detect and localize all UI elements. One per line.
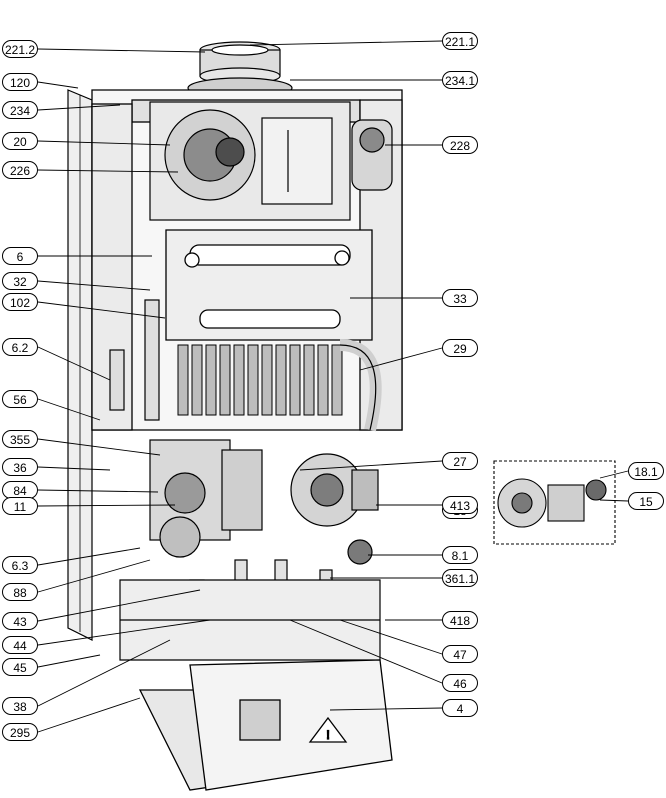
callout-27: 27 [442, 452, 478, 470]
leader-line [37, 398, 101, 421]
callout-228: 228 [442, 136, 478, 154]
callout-18-1: 18.1 [628, 462, 664, 480]
leader-line [37, 639, 171, 707]
leader-line [37, 559, 151, 593]
callout-221-2: 221.2 [2, 40, 38, 58]
leader-line [37, 589, 201, 622]
leader-line [299, 460, 443, 471]
leader-line [37, 438, 161, 456]
callout-11: 11 [2, 497, 38, 515]
callout-8-1: 8.1 [442, 546, 478, 564]
leader-line [37, 346, 111, 381]
control-box: ! [138, 659, 393, 791]
leader-line [329, 707, 443, 711]
callout-45: 45 [2, 658, 38, 676]
callout-56: 56 [2, 390, 38, 408]
callout-361-1: 361.1 [442, 569, 478, 587]
leader-line [37, 301, 166, 319]
callout-29: 29 [442, 339, 478, 357]
callout-88: 88 [2, 583, 38, 601]
burner-bar [317, 344, 329, 416]
burner-bar [275, 344, 287, 416]
burner-bar [233, 344, 245, 416]
leader-line [37, 169, 179, 173]
callout-234-1: 234.1 [442, 71, 478, 89]
callout-295: 295 [2, 723, 38, 741]
callout-6: 6 [2, 247, 38, 265]
leader-line [599, 499, 629, 502]
leader-line [37, 104, 121, 111]
callout-418: 418 [442, 611, 478, 629]
callout-38: 38 [2, 697, 38, 715]
leader-line [37, 547, 141, 566]
leader-line [37, 280, 151, 291]
burner [177, 344, 343, 416]
leader-line [37, 489, 159, 493]
burner-bar [303, 344, 315, 416]
callout-43: 43 [2, 612, 38, 630]
burner-bar [177, 344, 189, 416]
callout-36: 36 [2, 458, 38, 476]
burner-bar [261, 344, 273, 416]
callout-234: 234 [2, 101, 38, 119]
leader-line [37, 504, 176, 507]
callout-355: 355 [2, 430, 38, 448]
callout-120: 120 [2, 73, 38, 91]
pump-detail-inset [493, 460, 616, 545]
leader-line [37, 619, 211, 646]
callout-32: 32 [2, 272, 38, 290]
callout-4: 4 [442, 699, 478, 717]
leader-line [339, 619, 443, 655]
callout-6-3: 6.3 [2, 556, 38, 574]
callout-15: 15 [628, 492, 664, 510]
burner-bar [219, 344, 231, 416]
side-panel [67, 89, 93, 641]
leader-line [289, 619, 443, 684]
leader-line [599, 470, 629, 479]
svg-text:!: ! [326, 728, 329, 742]
leader-line [37, 697, 141, 733]
leader-line [37, 81, 79, 89]
pressure-switch [351, 119, 393, 191]
callout-46: 46 [442, 674, 478, 692]
burner-bar [191, 344, 203, 416]
leader-line [249, 40, 443, 46]
callout-6-2: 6.2 [2, 338, 38, 356]
leader-line [37, 48, 206, 53]
leader-line [37, 654, 101, 668]
leader-line [37, 466, 111, 471]
callout-226: 226 [2, 161, 38, 179]
callout-44: 44 [2, 636, 38, 654]
callout-221-1: 221.1 [442, 32, 478, 50]
callout-20: 20 [2, 132, 38, 150]
burner-bar [331, 344, 343, 416]
callout-47: 47 [442, 645, 478, 663]
burner-bar [205, 344, 217, 416]
leader-line [359, 347, 443, 371]
flue-outlet [187, 41, 293, 99]
callout-102: 102 [2, 293, 38, 311]
callout-413: 413 [442, 496, 478, 514]
combustion-chamber [165, 229, 373, 341]
burner-bar [247, 344, 259, 416]
leader-line [37, 140, 171, 146]
leader-lines [37, 40, 629, 733]
burner-bar [289, 344, 301, 416]
callout-33: 33 [442, 289, 478, 307]
fan-unit [149, 101, 351, 221]
